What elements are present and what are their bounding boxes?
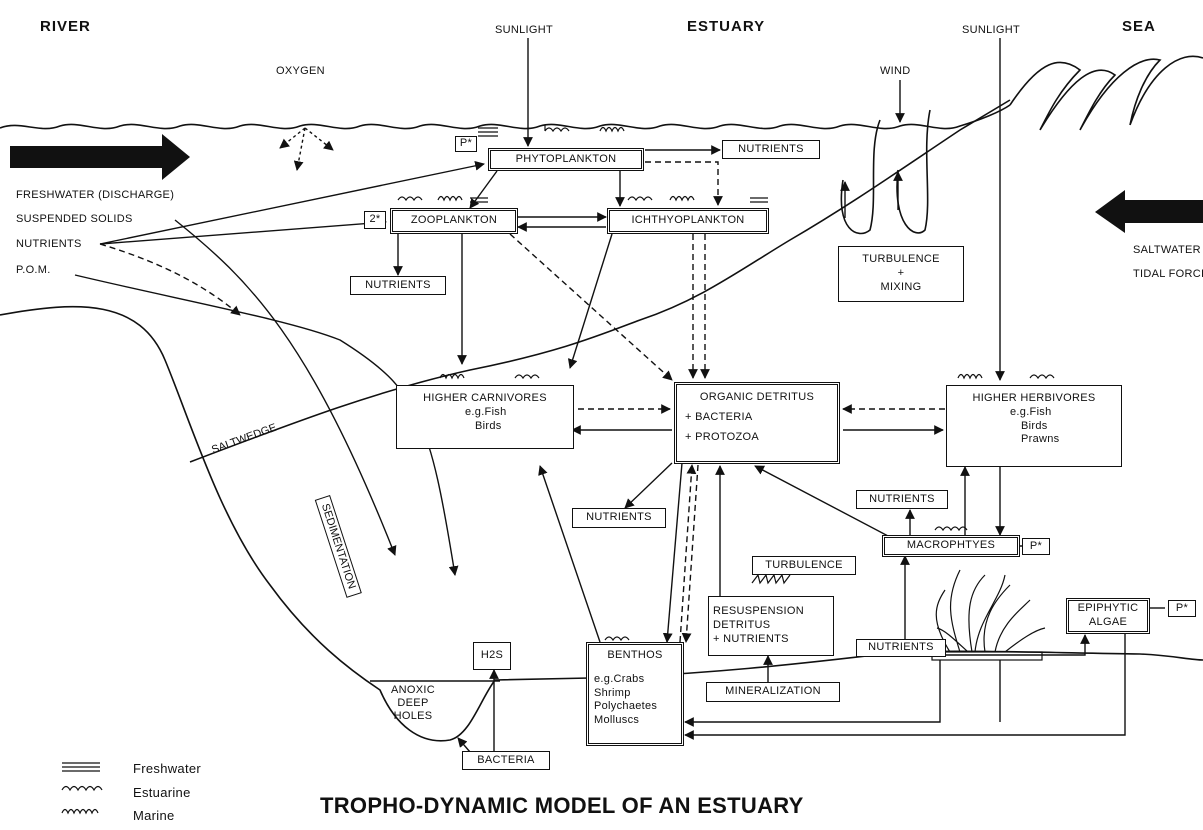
river-flow-freshwater: FRESHWATER (DISCHARGE): [16, 189, 175, 201]
wind-label: WIND: [880, 65, 911, 77]
resuspension-line-3: + NUTRIENTS: [713, 632, 789, 645]
turbulence-mixing-line-3: MIXING: [880, 280, 922, 293]
legend-freshwater: Freshwater: [133, 761, 202, 776]
legend-estuarine: Estuarine: [133, 785, 191, 800]
region-sea: SEA: [1122, 18, 1156, 35]
organic-detritus-title: ORGANIC DETRITUS: [699, 391, 815, 403]
river-flow-solids: SUSPENDED SOLIDS: [16, 213, 133, 225]
zooplankton-box: ZOOPLANKTON: [390, 208, 518, 234]
higher-carnivores-line-1: e.g.Fish: [465, 405, 507, 418]
nutrients-bottom-box: NUTRIENTS: [856, 639, 946, 657]
ichthyoplankton-box: ICHTHYOPLANKTON: [607, 208, 769, 234]
sunlight-label-left: SUNLIGHT: [495, 24, 554, 36]
mineralization-box: MINERALIZATION: [706, 682, 840, 702]
anoxic-line-3: HOLES: [393, 710, 433, 723]
h2s-box: H2S: [473, 642, 511, 670]
anoxic-line-2: DEEP: [397, 697, 429, 710]
diagram-title: TROPHO-DYNAMIC MODEL OF AN ESTUARY: [320, 793, 804, 818]
river-flow-nutrients: NUTRIENTS: [16, 238, 82, 250]
nutrients-top-box: NUTRIENTS: [722, 140, 820, 159]
higher-carnivores-title: HIGHER CARNIVORES: [423, 392, 547, 404]
organic-detritus-line-1: + BACTERIA: [685, 410, 753, 423]
resuspension-box: RESUSPENSION DETRITUS + NUTRIENTS: [708, 596, 834, 656]
sea-flow-arrow: [1095, 190, 1203, 233]
saltwedge-line: [189, 99, 1011, 463]
anoxic-line-1: ANOXIC: [391, 684, 435, 696]
higher-herbivores-line-3: Prawns: [1021, 433, 1060, 446]
turbulence-mixing-line-2: +: [897, 267, 905, 280]
epiphytic-algae-box: EPIPHYTIC ALGAE: [1066, 598, 1150, 634]
river-flow-arrow: [10, 134, 190, 180]
region-estuary: ESTUARY: [687, 18, 766, 35]
turbulence-box: TURBULENCE: [752, 556, 856, 575]
resuspension-line-2: DETRITUS: [713, 619, 771, 632]
turbulence-mixing-box: TURBULENCE + MIXING: [838, 246, 964, 302]
anoxic-label: ANOXIC DEEP HOLES: [385, 684, 441, 724]
resuspension-line-1: RESUSPENSION: [713, 605, 805, 618]
benthos-line-2: Shrimp: [594, 686, 631, 699]
water-surface: [0, 104, 1011, 130]
region-river: RIVER: [40, 18, 91, 35]
phytoplankton-box: PHYTOPLANKTON: [488, 148, 644, 171]
higher-herbivores-box: HIGHER HERBIVORES e.g.Fish Birds Prawns: [946, 385, 1122, 467]
legend-marine: Marine: [133, 808, 175, 823]
two-star-badge: 2*: [364, 211, 386, 229]
higher-carnivores-box: HIGHER CARNIVORES e.g.Fish Birds: [396, 385, 574, 449]
turbulence-mixing-line-1: TURBULENCE: [862, 253, 940, 266]
seagrass-drawing: [935, 569, 1046, 653]
nutrients-mid-box: NUTRIENTS: [572, 508, 666, 528]
p-star-macro-badge: P*: [1022, 538, 1050, 555]
higher-herbivores-line-2: Birds: [1021, 419, 1048, 432]
p-star-phyto-badge: P*: [455, 136, 477, 152]
benthos-line-4: Molluscs: [594, 714, 640, 726]
macrophytes-box: MACROPHTYES: [882, 535, 1020, 557]
nutrients-zoo-box: NUTRIENTS: [350, 276, 446, 295]
benthos-line-1: e.g.Crabs: [594, 672, 645, 685]
benthos-box: BENTHOS e.g.Crabs Shrimp Polychaetes Mol…: [586, 642, 684, 746]
benthos-line-3: Polychaetes: [594, 700, 658, 713]
sea-flow-tidal: TIDAL FORCI: [1133, 268, 1203, 280]
oxygen-label: OXYGEN: [276, 65, 325, 77]
benthos-title: BENTHOS: [607, 649, 663, 661]
higher-carnivores-line-2: Birds: [475, 419, 502, 432]
nutrients-macro-box: NUTRIENTS: [856, 490, 948, 509]
epiphytic-algae-line-1: EPIPHYTIC: [1077, 602, 1139, 615]
sunlight-label-right: SUNLIGHT: [962, 24, 1021, 36]
organic-detritus-box: ORGANIC DETRITUS + BACTERIA + PROTOZOA: [674, 382, 840, 464]
bacteria-box: BACTERIA: [462, 751, 550, 770]
p-star-epi-badge: P*: [1168, 600, 1196, 617]
higher-herbivores-line-1: e.g.Fish: [1010, 405, 1052, 418]
sea-flow-saltwater: SALTWATER: [1133, 244, 1201, 256]
organic-detritus-line-2: + PROTOZOA: [685, 430, 760, 443]
epiphytic-algae-line-2: ALGAE: [1088, 616, 1128, 628]
sea-waves: [1009, 55, 1203, 131]
river-flow-pom: P.O.M.: [16, 264, 51, 276]
higher-herbivores-title: HIGHER HERBIVORES: [972, 392, 1096, 404]
